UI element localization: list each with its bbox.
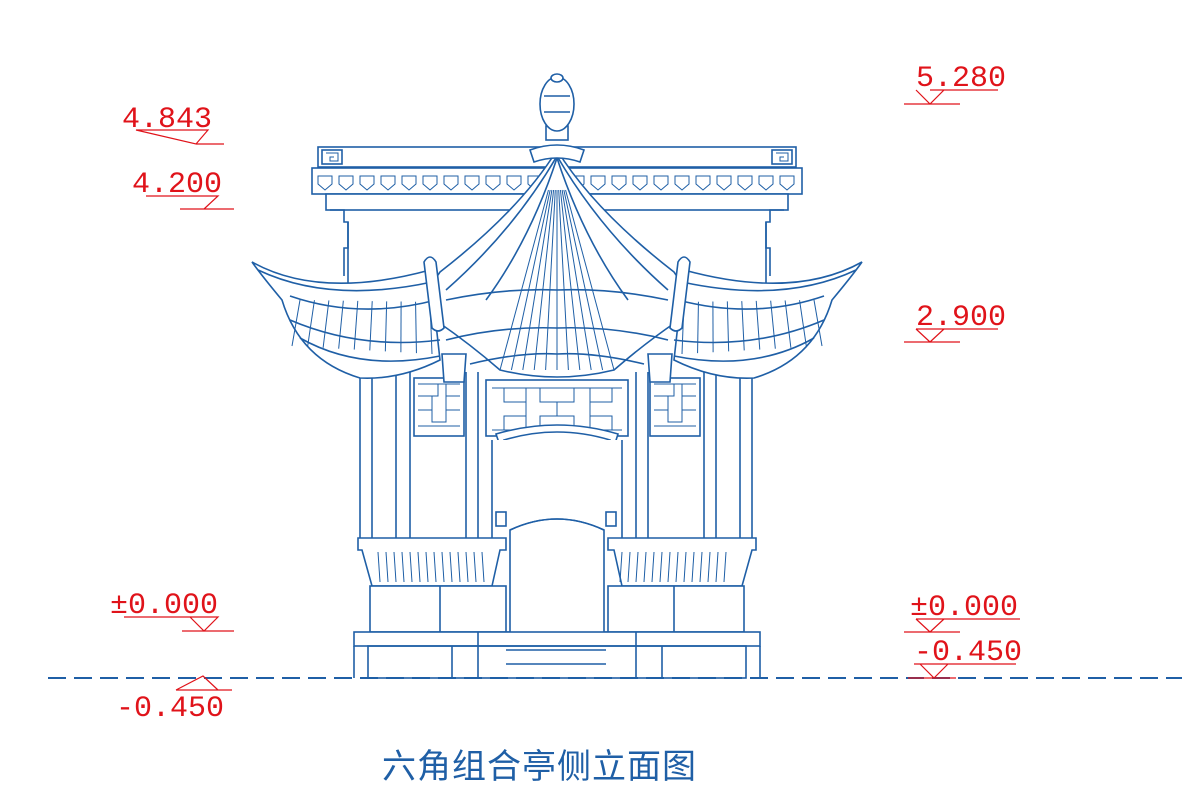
baluster (715, 551, 719, 583)
balustrade (357, 537, 757, 633)
roof-rib (510, 189, 551, 371)
eave-tile (338, 175, 354, 191)
baluster (457, 551, 461, 583)
level-label-left-ground: -0.450 (116, 692, 224, 726)
rafter-line (784, 300, 792, 348)
baluster (385, 551, 389, 583)
level-label-right-ground: -0.450 (914, 636, 1022, 670)
eave-tile (653, 175, 669, 191)
roof-rib (499, 189, 549, 371)
baluster (377, 551, 381, 583)
eave-tile (359, 175, 375, 191)
eave-tile (485, 175, 501, 191)
baluster (473, 551, 477, 583)
level-mark-left-top: 4.843 (122, 103, 224, 145)
level-label-left-floor: ±0.000 (110, 589, 218, 623)
baluster (675, 551, 679, 583)
rafter-line (353, 300, 359, 350)
baluster (683, 551, 687, 583)
pavilion-columns (359, 372, 753, 540)
rafter-line (755, 300, 761, 350)
level-label-left-eave: 4.200 (132, 168, 222, 202)
rafter-line (307, 300, 315, 347)
eave-tile (632, 175, 648, 191)
rafter-line (770, 300, 776, 349)
roof-rib (533, 189, 555, 371)
baluster (393, 551, 397, 583)
eave-tile (317, 175, 333, 191)
eave-tile (758, 175, 774, 191)
rafter-line (799, 300, 807, 347)
roof-rib (545, 189, 556, 371)
central-plaque (491, 424, 623, 633)
level-mark-right-floor: ±0.000 (904, 591, 1020, 633)
baluster (627, 551, 631, 583)
eave-tile (611, 175, 627, 191)
eave-tile (464, 175, 480, 191)
baluster (651, 551, 655, 583)
rafter-line (369, 301, 373, 351)
rafter-line (697, 301, 699, 354)
baluster (659, 551, 663, 583)
eave-tile (443, 175, 459, 191)
rafter-line (322, 300, 330, 348)
level-label-right-floor: ±0.000 (910, 591, 1018, 625)
baluster (417, 551, 421, 583)
eave-tile (716, 175, 732, 191)
roof-rib (559, 189, 581, 371)
level-label-left-top: 4.843 (122, 103, 212, 137)
baluster (409, 551, 413, 583)
eave-tile (779, 175, 795, 191)
baluster (667, 551, 671, 583)
roof-rib (563, 189, 604, 371)
rafter-line (291, 299, 301, 347)
baluster (481, 551, 485, 583)
baluster (723, 551, 727, 583)
rafter-line (384, 301, 388, 352)
baluster (643, 551, 647, 583)
level-mark-right-finial: 5.280 (904, 62, 1006, 105)
eave-tile (422, 175, 438, 191)
baluster (691, 551, 695, 583)
baluster (619, 551, 623, 583)
level-mark-left-eave: 4.200 (132, 168, 234, 210)
baluster (441, 551, 445, 583)
rafter-line (338, 300, 344, 349)
baluster (635, 551, 639, 583)
roof-rib (522, 189, 553, 371)
level-label-right-finial: 5.280 (916, 62, 1006, 96)
eave-tile (737, 175, 753, 191)
roof-rib (561, 189, 592, 371)
rafter-line (741, 301, 745, 351)
level-mark-left-floor: ±0.000 (110, 589, 234, 632)
baluster (449, 551, 453, 583)
roof-rib (558, 189, 569, 371)
rafter-line (813, 299, 823, 347)
roof-rib (565, 189, 615, 371)
level-mark-left-ground: -0.450 (116, 675, 232, 726)
baluster (699, 551, 703, 583)
baluster (707, 551, 711, 583)
rafter-line (415, 301, 417, 354)
platform-and-steps (353, 631, 761, 679)
main-roof (423, 73, 691, 383)
level-mark-right-ground: -0.450 (908, 636, 1022, 679)
eave-tile (401, 175, 417, 191)
baluster (433, 551, 437, 583)
eave-tile (506, 175, 522, 191)
lower-roof-left (251, 261, 441, 379)
eave-tile (380, 175, 396, 191)
level-label-right-eave: 2.900 (916, 301, 1006, 335)
eave-tile (590, 175, 606, 191)
level-mark-right-eave: 2.900 (904, 301, 1006, 343)
baluster (401, 551, 405, 583)
baluster (425, 551, 429, 583)
drawing-title: 六角组合亭侧立面图 (382, 747, 697, 787)
baluster (465, 551, 469, 583)
lower-roof-right (673, 261, 863, 379)
rafter-line (726, 301, 730, 352)
eave-tile (674, 175, 690, 191)
eave-tile (695, 175, 711, 191)
